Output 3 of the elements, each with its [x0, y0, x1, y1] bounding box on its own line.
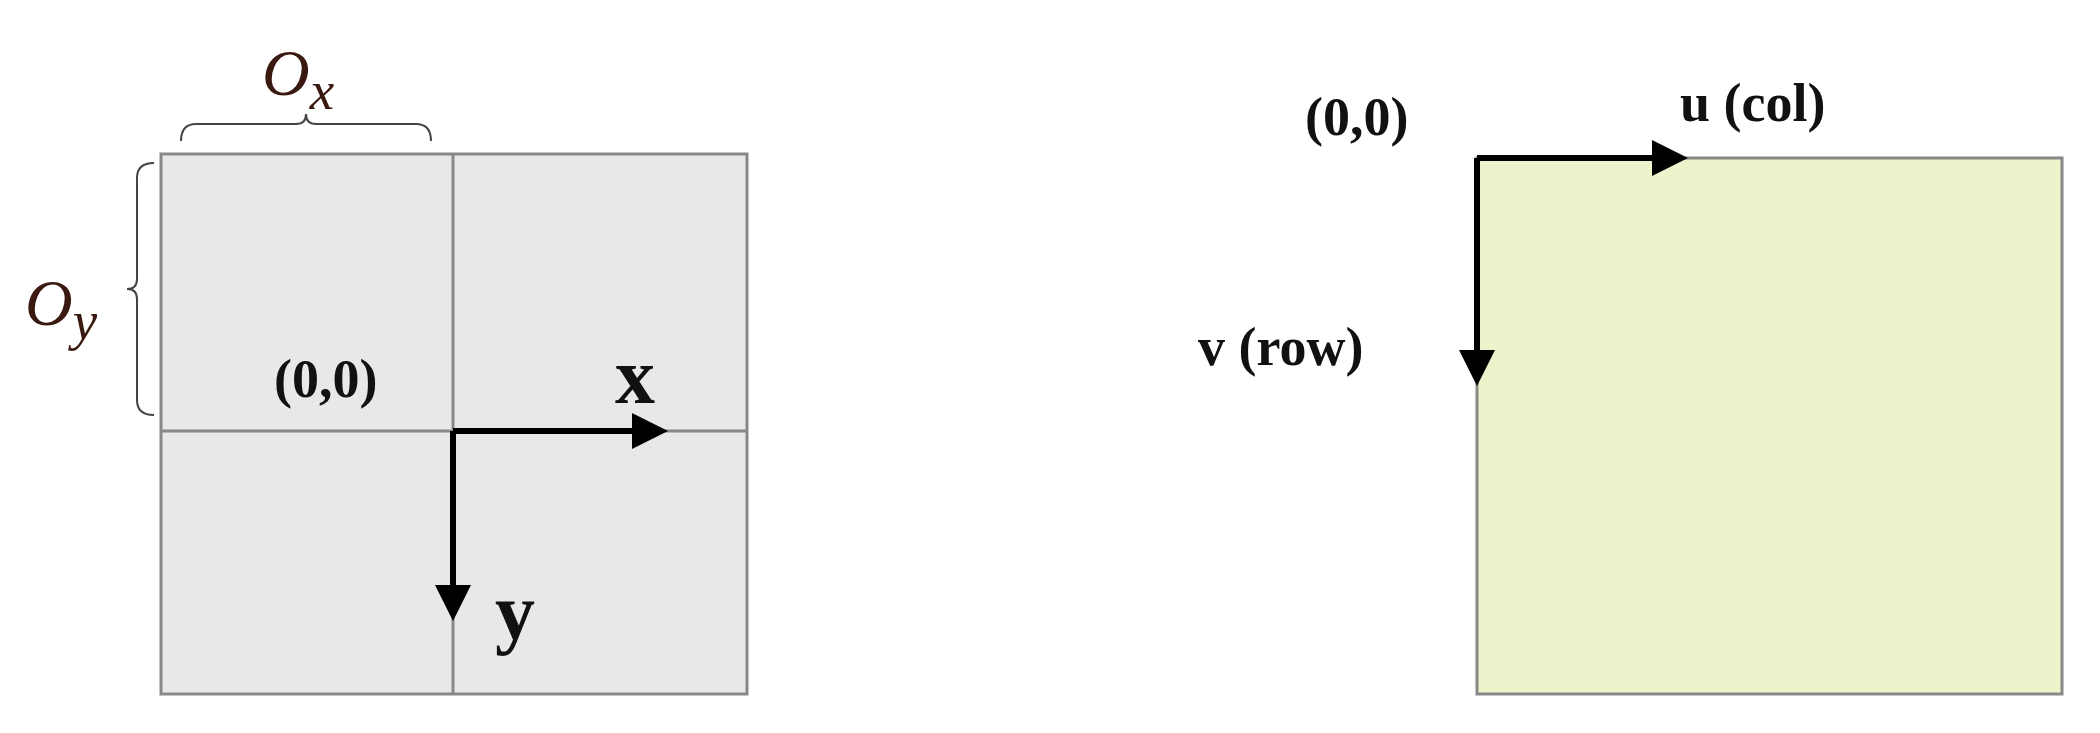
offset-label: O$_{y}$ — [25, 270, 98, 349]
axis-label: x — [615, 336, 655, 416]
offset-label: O$_{x}$ — [262, 40, 335, 119]
